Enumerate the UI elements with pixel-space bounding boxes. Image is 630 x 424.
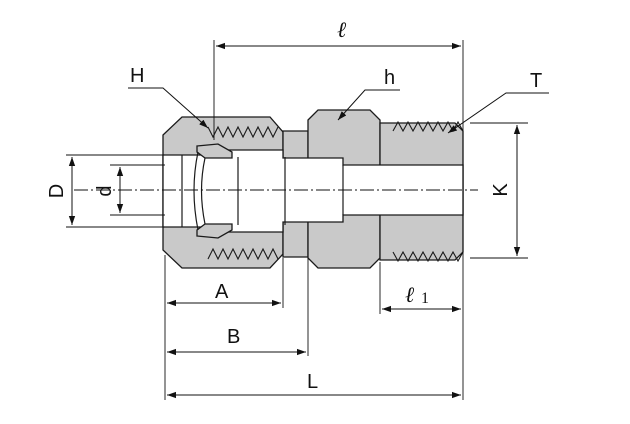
label-B: B — [227, 326, 240, 348]
leader-h — [337, 89, 400, 121]
label-ell1: ℓ — [405, 282, 415, 307]
label-T: T — [530, 70, 542, 92]
male-thread-bottom — [392, 250, 464, 263]
ferrule-top — [196, 143, 233, 159]
label-K: K — [490, 183, 512, 197]
ferrule-bottom — [196, 223, 233, 239]
label-d: d — [94, 185, 116, 196]
ferrule-curve — [200, 157, 206, 225]
nut-thread-top — [207, 125, 279, 139]
nut-thread-bottom — [207, 247, 279, 261]
ferrule-curve — [193, 151, 199, 231]
label-ell1-sub: 1 — [421, 290, 429, 307]
label-ell: ℓ — [337, 17, 347, 42]
label-L: L — [307, 371, 318, 393]
leader-H — [128, 87, 209, 129]
leader-T — [447, 92, 549, 134]
label-h: h — [384, 67, 395, 89]
label-H: H — [130, 65, 144, 87]
label-D: D — [46, 184, 68, 198]
label-A: A — [215, 281, 229, 303]
